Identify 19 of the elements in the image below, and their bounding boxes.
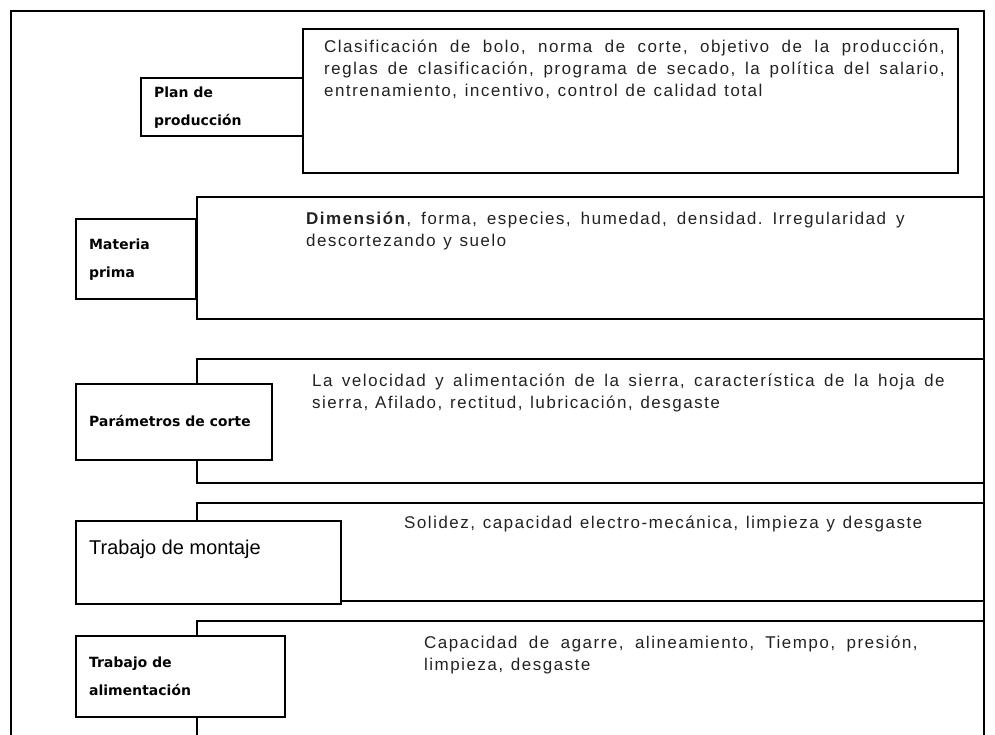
category-box bbox=[75, 383, 273, 461]
description-box bbox=[302, 28, 959, 174]
description-text: Clasificación de bolo, norma de corte, objetivo de la producción, reglas de clasificación, programa de secado, la política del salario, entrenamiento, incentivo, control de calidad total bbox=[324, 36, 946, 102]
description-box bbox=[273, 358, 985, 484]
category-label: Trabajo de montaje bbox=[89, 536, 261, 561]
description-text: Dimensión, forma, especies, humedad, densidad. Irregularidad y descortezando y suelo bbox=[306, 208, 906, 252]
category-label: Parámetros de corte bbox=[89, 413, 251, 432]
description-text: Solidez, capacidad electro-mecánica, limpieza y desgaste bbox=[404, 512, 925, 534]
description-text: Capacidad de agarre, alineamiento, Tiempo, presión, limpieza, desgaste bbox=[424, 632, 919, 676]
description-box bbox=[342, 502, 985, 602]
category-label: Trabajo de alimentación bbox=[89, 654, 192, 700]
category-box bbox=[140, 77, 304, 137]
category-box bbox=[75, 635, 286, 718]
category-label: Materia prima bbox=[89, 236, 151, 283]
category-box bbox=[75, 520, 342, 605]
description-text: La velocidad y alimentación de la sierra, característica de la hoja de sierra, Afilado, rectitud, lubricación, desgaste bbox=[312, 370, 946, 414]
category-box bbox=[75, 218, 197, 300]
description-box bbox=[196, 196, 985, 320]
category-label: Plan de producción bbox=[154, 84, 243, 131]
